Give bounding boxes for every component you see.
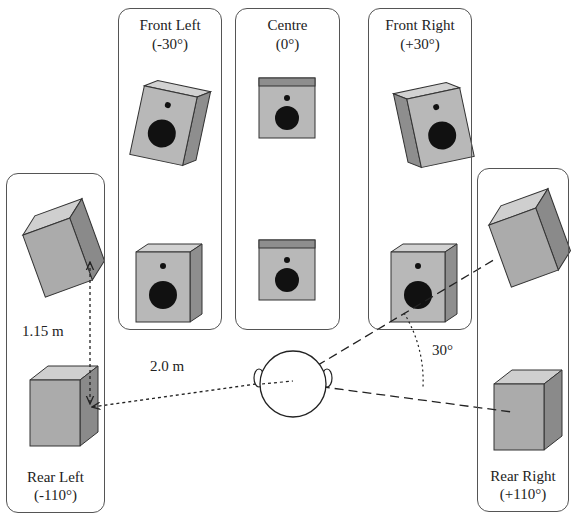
front-left-speaker-angled [130,78,211,168]
front-right-speaker [391,244,457,322]
centre-speaker-upper [259,78,315,138]
speaker-panel: Front Right (+30°) [368,8,472,330]
rear-left-speaker [30,366,98,446]
sight-line-front [293,258,497,380]
spacing-arrow [89,262,90,404]
head-axis [262,381,293,384]
panel-heading: Front Right (+30°) [374,16,466,54]
front-right-speaker-angled [393,80,474,170]
front-left-speaker [136,244,202,322]
angle-arc [404,313,423,387]
distance-arrow [92,384,256,407]
speaker-panel: Front Left (-30°) [118,8,222,330]
panel-heading: Rear Left (-110°) [15,468,97,506]
speaker-panel: Rear Left (-110°) [6,173,105,513]
panel-heading: Front Left (-30°) [127,16,213,54]
rear-right-speaker-angled [484,189,572,287]
panel-heading: Rear Right (+110°) [483,467,563,505]
rear-right-speaker [494,370,562,450]
centre-speaker [259,240,315,300]
speaker-panel: Rear Right (+110°) [477,168,569,512]
speaker-panel: Centre (0°) [235,8,340,330]
angle-label: 30° [432,341,453,359]
distance-dimension: 2.0 m [150,357,184,375]
panel-heading: Centre (0°) [260,16,316,54]
listener-head [260,351,326,417]
rear-left-speaker-angled [18,199,109,297]
spacing-dimension: 1.15 m [22,322,64,340]
